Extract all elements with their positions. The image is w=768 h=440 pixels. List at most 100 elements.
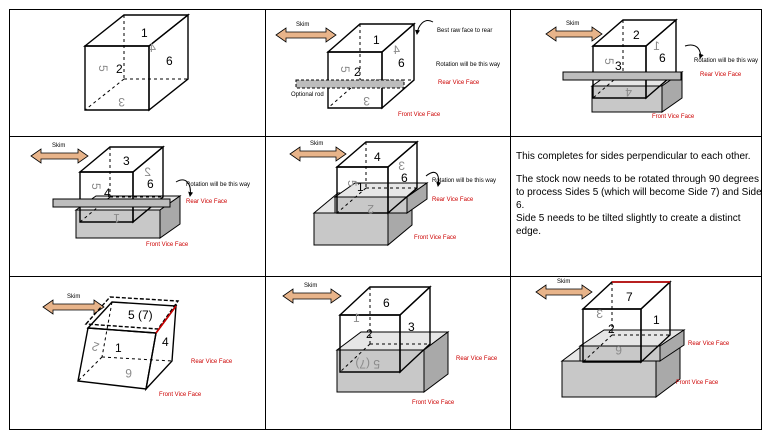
instruction-paragraph-3: Side 5 needs to be tilted slightly to cr…: [516, 213, 741, 237]
front-vice-label: Front Vice Face: [159, 392, 202, 398]
front-vice-label: Front Vice Face: [414, 235, 457, 241]
stock-cube: [581, 280, 672, 364]
instruction-paragraph-1: This completes for sides perpendicular t…: [516, 151, 751, 162]
hidden-face-5-label: 5: [338, 66, 352, 73]
skim-arrow: Skim: [535, 279, 593, 300]
stock-cube: [82, 13, 191, 112]
best-raw-face-label: Best raw face to rear: [437, 28, 492, 34]
skim-label: Skim: [296, 22, 309, 28]
rotation-arrow: [684, 44, 704, 59]
skim-pass-outline: [84, 296, 180, 330]
hidden-face-3-label: 3: [118, 95, 125, 109]
rotation-arrow: [425, 171, 442, 187]
panel-1: 1 2 6 4 5 3: [82, 13, 191, 112]
face-1-label: 1: [115, 341, 122, 355]
optional-rod: [562, 71, 682, 81]
hidden-face-3-label: 3: [398, 159, 405, 173]
face-1-label: 1: [141, 26, 148, 40]
rear-vice-label: Rear Vice Face: [456, 356, 498, 362]
face-7-label: 7: [626, 290, 633, 304]
face-6-label: 6: [401, 171, 408, 185]
rear-vice-label: Rear Vice Face: [438, 80, 480, 86]
hidden-face-5-label: 5: [96, 65, 110, 72]
rear-vice-label: Rear Vice Face: [432, 197, 474, 203]
panel-grid: [9, 9, 762, 430]
face-6-label: 6: [147, 177, 154, 191]
hidden-face-2-label: 2: [144, 165, 151, 179]
hidden-face-6-label: 6: [615, 343, 622, 357]
hidden-face-4-label: 4: [393, 43, 400, 57]
instruction-text: This completes for sides perpendicular t…: [516, 150, 766, 248]
panel-8: Skim 6 2 3 1 5 (7) Rear Vice Face Front …: [282, 283, 498, 406]
face-6-label: 6: [383, 296, 390, 310]
panel-5: Skim 4 1 6 3 5 2 Rotation wi: [289, 140, 496, 247]
front-vice-label: Front Vice Face: [146, 242, 189, 248]
face-6-label: 6: [166, 54, 173, 68]
panel-4: Skim 3 4 6 2 5 1 Rotation will be this w…: [30, 143, 250, 248]
front-vice-label: Front Vice Face: [398, 112, 441, 118]
front-vice-label: Front Vice Face: [412, 400, 455, 406]
stock-cube: [335, 140, 419, 215]
skim-arrow: Skim: [289, 141, 347, 162]
skim-arrow: Skim: [282, 283, 342, 304]
skim-label: Skim: [310, 141, 323, 147]
hidden-face-3-label: 3: [596, 307, 603, 321]
skim-label: Skim: [557, 279, 570, 285]
face-6-label: 6: [659, 51, 666, 65]
rotation-label: Rotation will be this way: [432, 178, 496, 184]
panel-9: Skim 7 2 1 3 6 Rear Vice Face: [535, 279, 730, 398]
rotation-label: Rotation will be this way: [694, 58, 758, 64]
hidden-face-5-label: 5 (7): [355, 357, 380, 371]
rear-vice-jaw: [333, 182, 429, 214]
skim-arrow: Skim: [42, 294, 105, 315]
face-3-label: 3: [123, 154, 130, 168]
skim-label: Skim: [67, 294, 80, 300]
face-3-label: 3: [615, 59, 622, 73]
vice-jaws: [335, 331, 450, 393]
face-4-label: 4: [162, 335, 169, 349]
optional-rod: [52, 198, 171, 208]
skim-arrow: Skim: [275, 22, 337, 43]
hidden-face-3-label: 3: [363, 94, 370, 108]
optional-rod: [295, 79, 405, 89]
face-2-label: 2: [608, 322, 615, 336]
skim-label: Skim: [304, 283, 317, 289]
skim-arrow: Skim: [545, 21, 603, 42]
face-1-label: 1: [357, 180, 364, 194]
skim-arrow: Skim: [30, 143, 89, 164]
rear-vice-jaw: [578, 329, 686, 362]
hidden-face-2-label: 2: [90, 339, 101, 355]
rotation-arrow: [175, 179, 194, 197]
face-2-label: 2: [116, 62, 123, 76]
stock-cube: [338, 285, 432, 374]
face-1-label: 1: [653, 313, 660, 327]
rotation-label: Rotation will be this way: [436, 62, 500, 68]
rear-vice-label: Rear Vice Face: [700, 72, 742, 78]
face-2-label: 2: [366, 327, 373, 341]
face-6-label: 6: [398, 56, 405, 70]
skim-label: Skim: [52, 143, 65, 149]
skim-label: Skim: [566, 21, 579, 27]
distinct-edge: [155, 305, 177, 334]
hidden-face-1-label: 1: [353, 311, 360, 325]
face-1-label: 1: [373, 33, 380, 47]
instruction-paragraph-2: The stock now needs to be rotated throug…: [516, 174, 762, 211]
face-2-label: 2: [354, 65, 361, 79]
face-4-label: 4: [374, 150, 381, 164]
hidden-face-5-label: 5: [345, 180, 359, 187]
face-3-label: 3: [408, 320, 415, 334]
panel-2: Skim 1 2 6 4 5 3 Best raw face to rear R…: [275, 20, 500, 118]
panel-3: Skim 2 3 6 1 5 4 Rotation will be this w…: [545, 18, 758, 120]
face-5-label: 5 (7): [128, 308, 153, 322]
panel-7: Skim 5 (7) 1 4 2 6 Rear Vice Face Front …: [42, 294, 233, 398]
front-vice-label: Front Vice Face: [676, 380, 719, 386]
hidden-face-1-label: 1: [653, 39, 660, 53]
hidden-face-2-label: 2: [367, 202, 374, 216]
rear-vice-label: Rear Vice Face: [186, 199, 228, 205]
rotation-arrow: [415, 20, 434, 35]
rear-vice-label: Rear Vice Face: [191, 359, 233, 365]
hidden-face-4-label: 4: [149, 41, 156, 55]
hidden-face-1-label: 1: [113, 211, 120, 225]
